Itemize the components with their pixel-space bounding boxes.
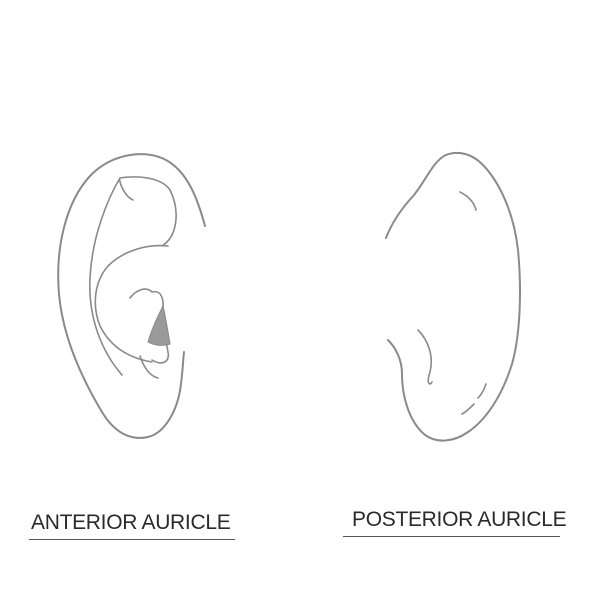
anterior-auricle-drawing xyxy=(57,153,206,439)
anterior-concha-line xyxy=(94,244,169,363)
posterior-outline xyxy=(385,151,521,442)
anterior-helix-outline xyxy=(57,153,206,439)
anterior-auricle-caption: ANTERIOR AURICLE xyxy=(31,511,231,534)
anterior-ear-canal-shading xyxy=(147,304,171,346)
posterior-lower-dash-2 xyxy=(461,403,475,415)
posterior-upper-fold xyxy=(459,191,477,211)
posterior-inner-fold xyxy=(417,329,433,385)
anterior-lobe-line xyxy=(139,355,159,379)
posterior-auricle-drawing xyxy=(385,151,521,442)
posterior-lower-dash-1 xyxy=(477,383,487,399)
anterior-antihelix-line xyxy=(89,176,177,376)
posterior-caption-underline xyxy=(343,536,560,537)
posterior-auricle-caption: POSTERIOR AURICLE xyxy=(352,508,567,531)
anterior-caption-underline xyxy=(29,539,235,540)
